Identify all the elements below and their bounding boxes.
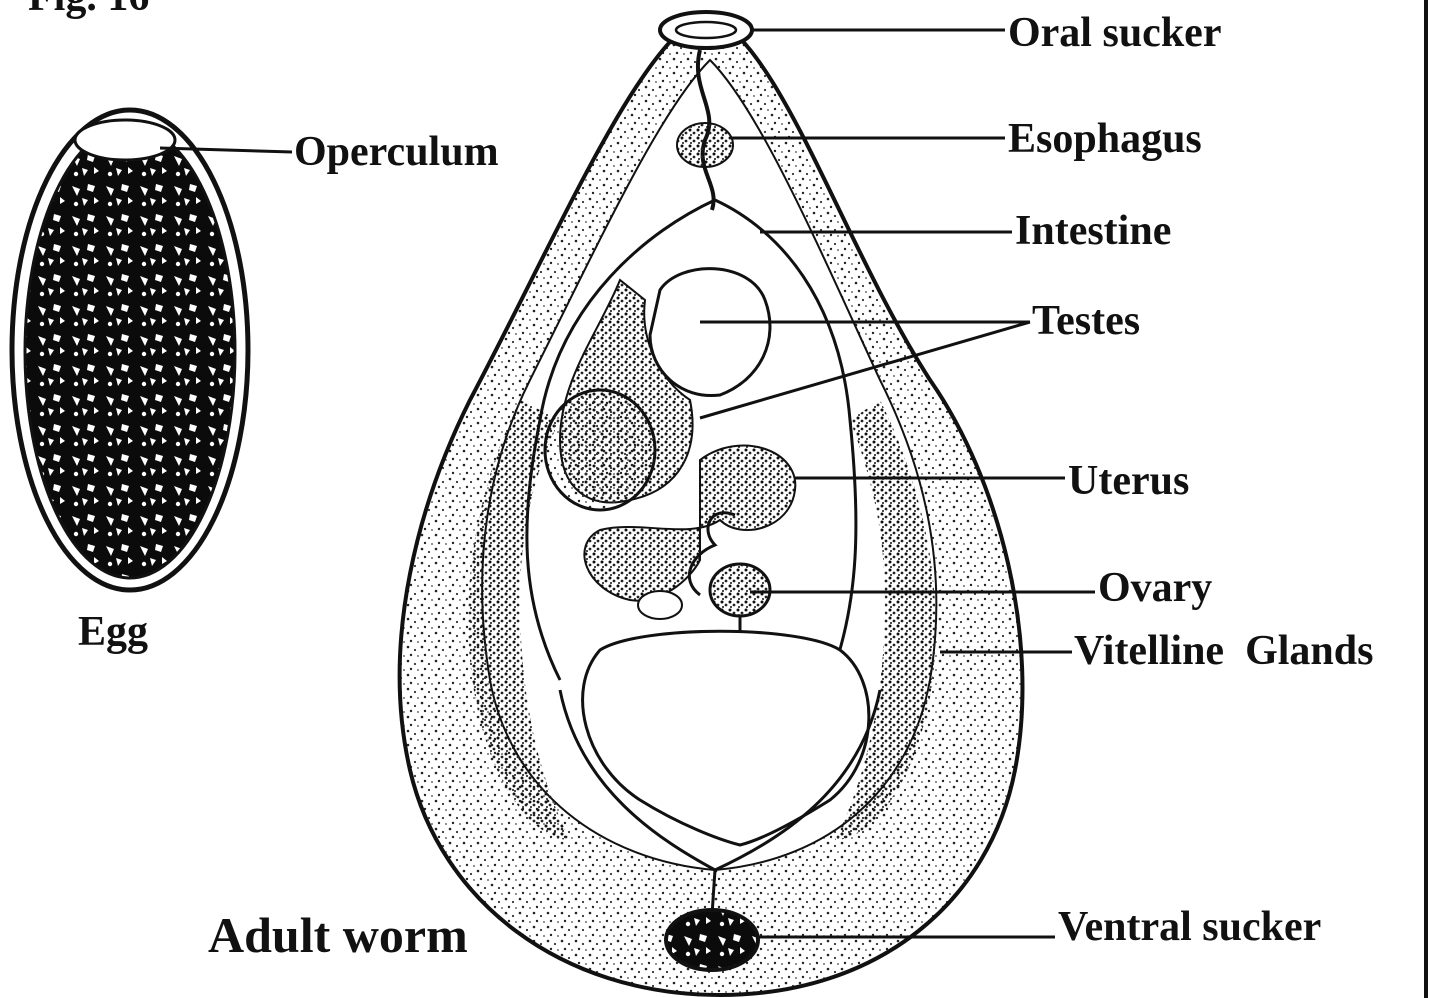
- operculum-cap: [75, 120, 175, 160]
- oral-sucker-label: Oral sucker: [1008, 10, 1221, 56]
- ventral-sucker-shape: [666, 910, 758, 970]
- adult-worm-caption: Adult worm: [208, 907, 468, 963]
- uterus-label: Uterus: [1068, 458, 1189, 504]
- testis-lower: [545, 390, 655, 510]
- esophagus-bulb: [677, 123, 733, 167]
- ovary-label: Ovary: [1098, 565, 1212, 611]
- oral-sucker-opening: [676, 22, 736, 38]
- vitelline-glands-label: Vitelline Glands: [1074, 628, 1373, 674]
- ventral-sucker-label: Ventral sucker: [1058, 904, 1321, 950]
- operculum-label: Operculum: [294, 129, 499, 175]
- ovary-shape: [710, 564, 770, 616]
- testes-label: Testes: [1032, 298, 1140, 344]
- esophagus-label: Esophagus: [1008, 116, 1202, 162]
- egg-drawing: [12, 110, 248, 590]
- figure-number: Fig. 16: [28, 0, 149, 20]
- intestine-label: Intestine: [1015, 208, 1171, 254]
- ovary-adjacent-body: [638, 591, 682, 619]
- egg-caption: Egg: [78, 609, 148, 655]
- egg-inner-body: [25, 126, 235, 578]
